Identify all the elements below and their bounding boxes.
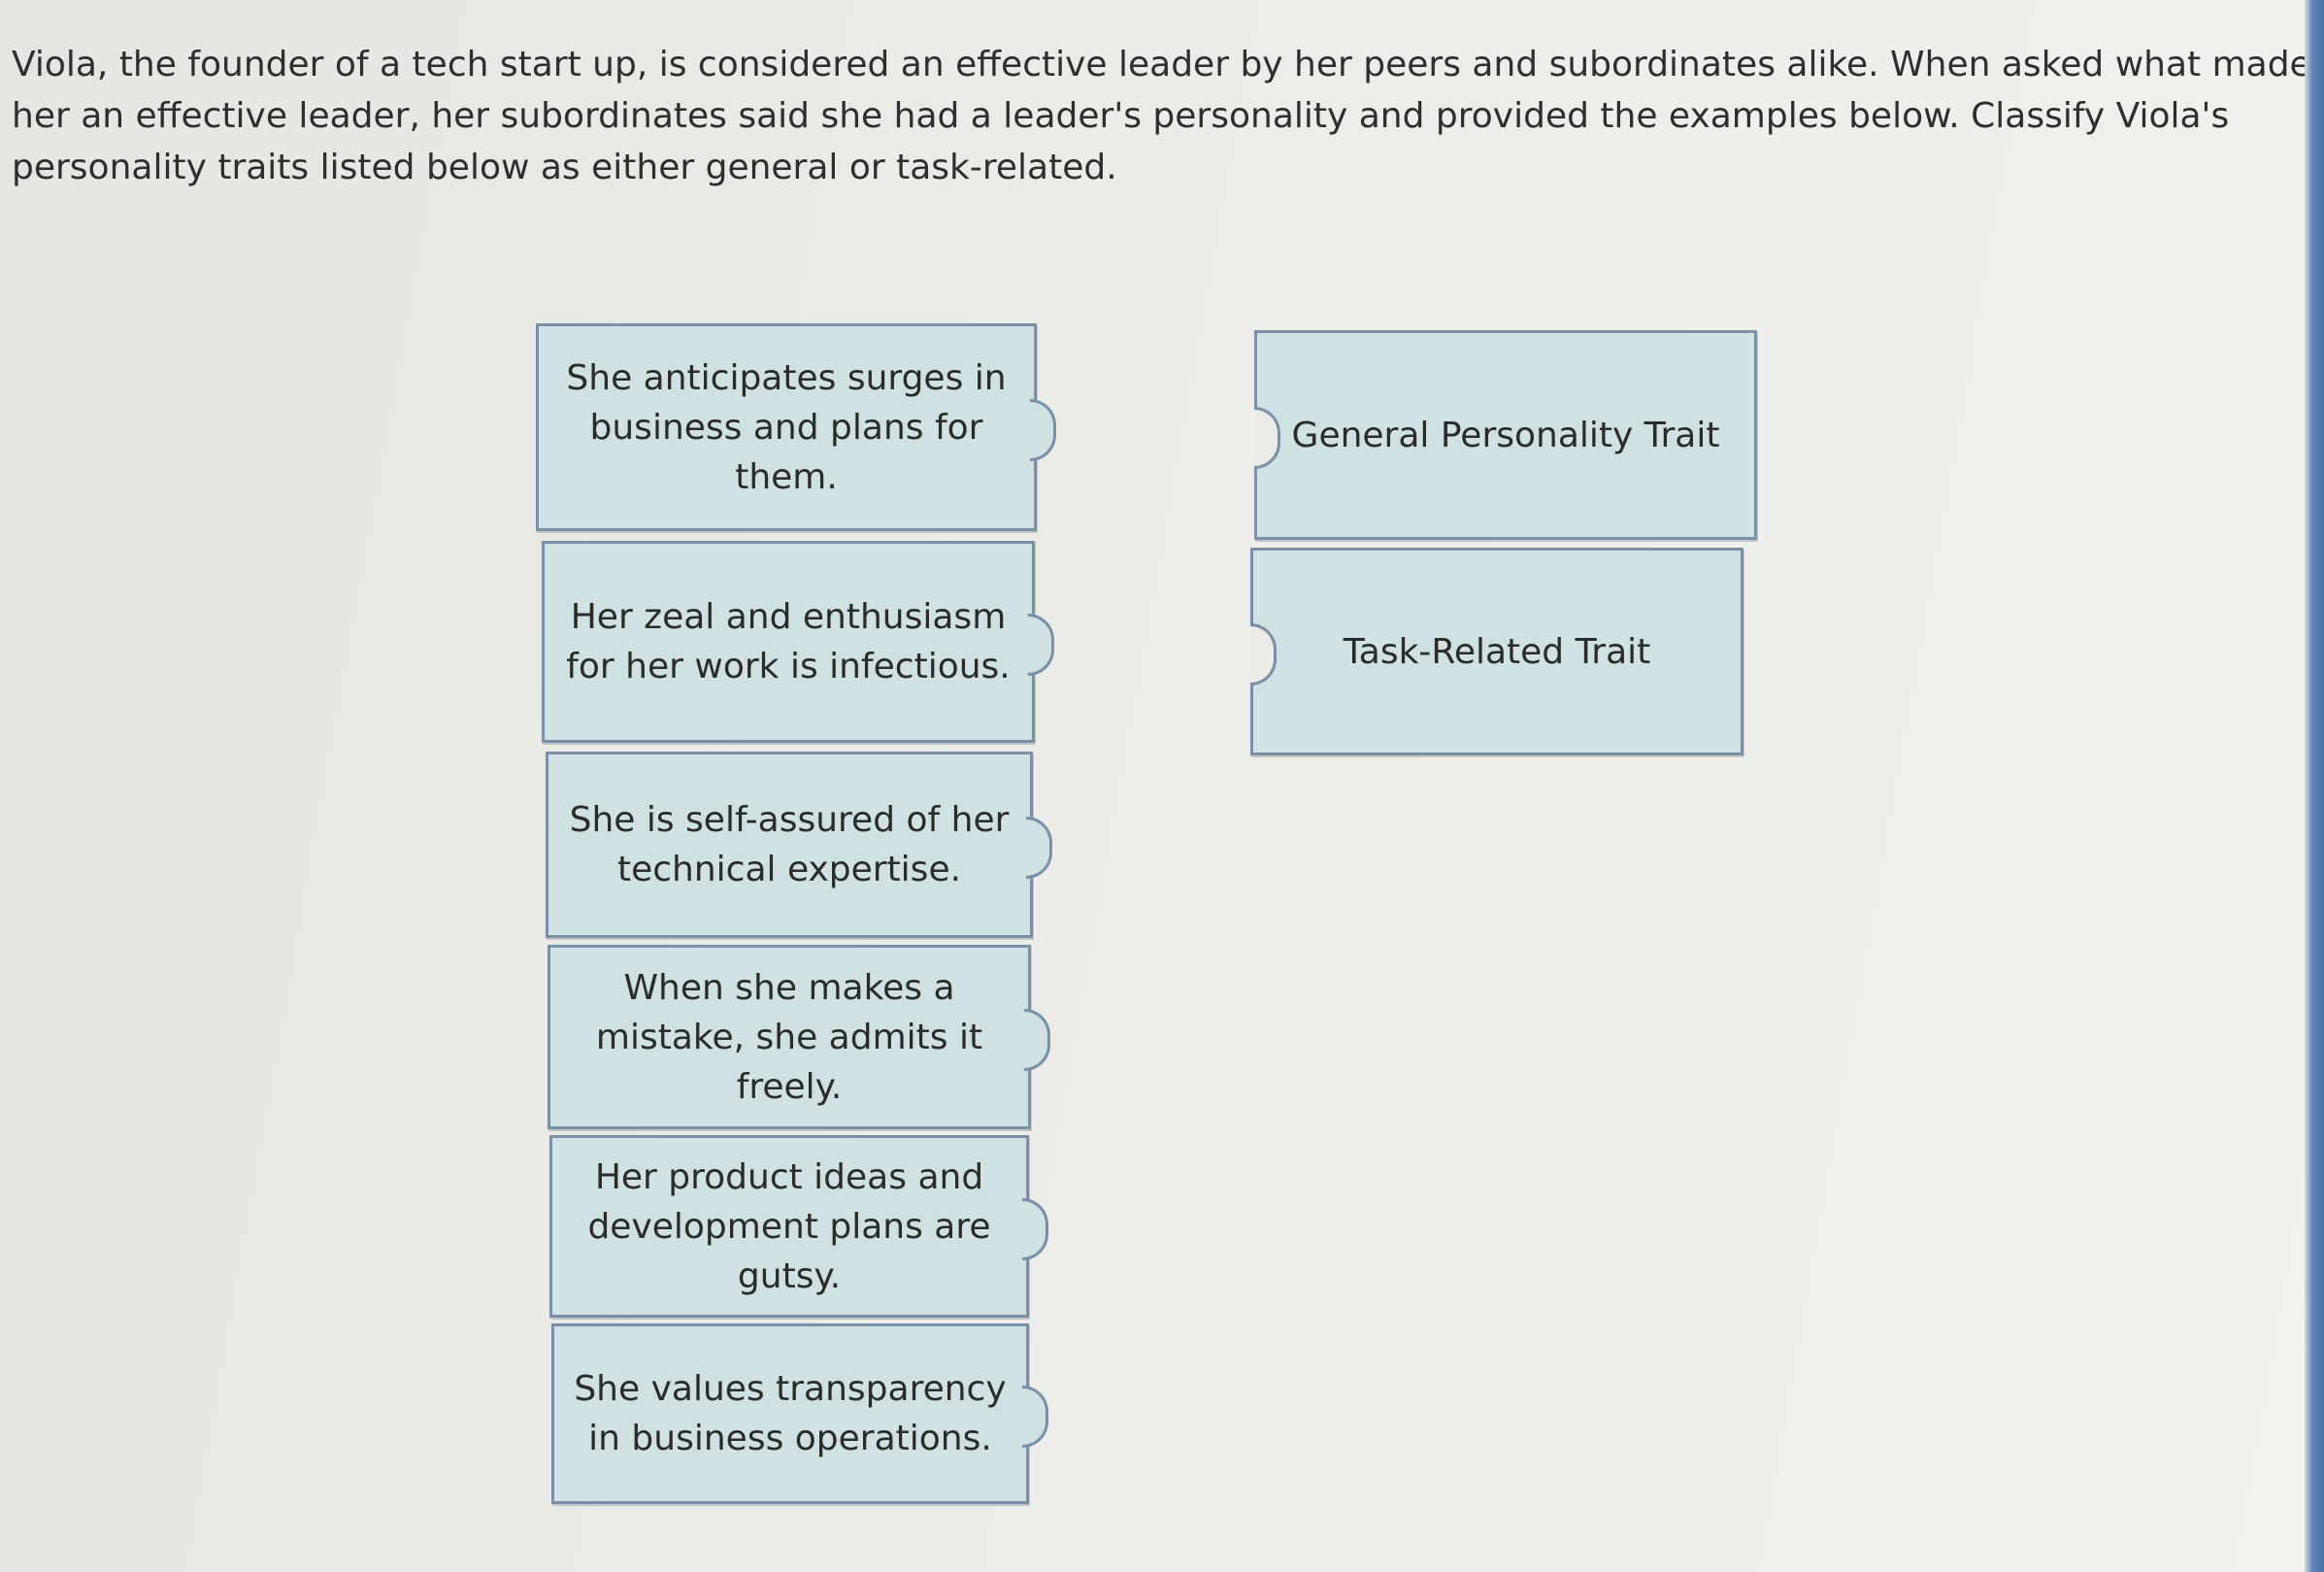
- connector-notch-icon: [1254, 407, 1280, 469]
- drop-target-label: Task-Related Trait: [1343, 631, 1651, 672]
- drag-item-label: She values transparency in business oper…: [574, 1369, 1007, 1458]
- connector-tab-icon: [1028, 614, 1054, 676]
- connector-notch-icon: [1250, 623, 1277, 686]
- drag-item-label: Her zeal and enthusiasm for her work is …: [566, 597, 1011, 686]
- drag-item-label: Her product ideas and development plans …: [587, 1156, 991, 1296]
- question-text: Viola, the founder of a tech start up, i…: [12, 45, 2311, 187]
- drag-item-zeal-enthusiasm[interactable]: Her zeal and enthusiasm for her work is …: [542, 541, 1054, 743]
- drop-target-label: General Personality Trait: [1291, 415, 1720, 455]
- drag-item-anticipates-surges[interactable]: She anticipates surges in business and p…: [536, 323, 1056, 531]
- drag-item-transparency[interactable]: She values transparency in business oper…: [551, 1323, 1048, 1504]
- connector-tab-icon: [1022, 1386, 1048, 1448]
- drag-item-label: When she makes a mistake, she admits it …: [595, 967, 983, 1107]
- connector-tab-icon: [1030, 399, 1056, 461]
- drop-target-general-personality-trait[interactable]: General Personality Trait: [1254, 330, 1757, 540]
- drag-item-label: She is self-assured of her technical exp…: [569, 800, 1010, 889]
- drag-item-self-assured[interactable]: She is self-assured of her technical exp…: [546, 752, 1052, 938]
- drop-target-task-related-trait[interactable]: Task-Related Trait: [1250, 548, 1743, 755]
- connector-tab-icon: [1024, 1009, 1050, 1071]
- drag-item-gutsy-ideas[interactable]: Her product ideas and development plans …: [549, 1135, 1048, 1318]
- connector-tab-icon: [1026, 817, 1052, 879]
- window-edge: [2305, 0, 2324, 1572]
- drag-item-label: She anticipates surges in business and p…: [566, 357, 1007, 497]
- drag-item-admits-mistakes[interactable]: When she makes a mistake, she admits it …: [548, 945, 1050, 1129]
- connector-tab-icon: [1022, 1198, 1048, 1260]
